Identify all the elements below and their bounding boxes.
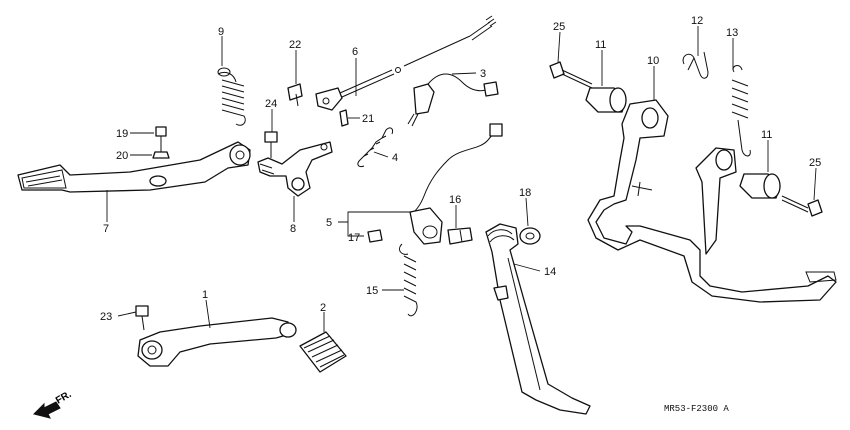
collar-11-upper — [585, 87, 627, 113]
spring-12 — [682, 51, 709, 79]
callout-8: 8 — [290, 223, 296, 235]
bolt-23 — [135, 305, 149, 331]
callout-19: 19 — [116, 128, 128, 140]
callout-2: 2 — [320, 302, 326, 314]
callout-15: 15 — [366, 285, 378, 297]
leader-lines — [106, 26, 817, 332]
callout-5: 5 — [326, 217, 332, 229]
callout-20: 20 — [116, 150, 128, 162]
spring-15 — [399, 243, 418, 317]
callout-21: 21 — [362, 113, 374, 125]
brake-rod — [315, 15, 497, 111]
callout-12: 12 — [691, 15, 703, 27]
callout-7: 7 — [103, 223, 109, 235]
callout-6: 6 — [352, 46, 358, 58]
bolt-17 — [367, 229, 383, 243]
front-direction-arrow: FR. — [33, 389, 74, 419]
brake-pedal — [17, 141, 251, 193]
callout-11-lower: 11 — [761, 129, 772, 141]
bolt-24 — [264, 131, 278, 158]
stop-switch — [407, 73, 499, 127]
spring-13 — [731, 65, 751, 157]
callout-13: 13 — [726, 27, 738, 39]
spring-4 — [357, 127, 393, 167]
callout-10: 10 — [647, 55, 659, 67]
callout-22: 22 — [289, 39, 301, 51]
callout-3: 3 — [480, 68, 486, 80]
side-stand — [485, 223, 591, 415]
bolt-25-lower — [781, 195, 823, 217]
collar-11-lower — [739, 173, 781, 199]
callout-4: 4 — [392, 152, 398, 164]
gearshift-pedal — [137, 317, 297, 367]
drawing-code: MR53-F2300 A — [664, 404, 729, 414]
pedal-rubber — [299, 331, 347, 373]
callout-25-upper: 25 — [553, 21, 565, 33]
brake-arm — [257, 141, 333, 197]
bolt-25-upper — [549, 61, 593, 89]
callout-17: 17 — [348, 232, 360, 244]
bolt-19-nut-20 — [152, 126, 170, 159]
side-stand-switch — [409, 123, 503, 245]
callout-23: 23 — [100, 311, 112, 323]
callout-25-lower: 25 — [809, 157, 821, 169]
callout-18: 18 — [519, 187, 531, 199]
bolt-16 — [447, 227, 473, 245]
callout-1: 1 — [202, 289, 208, 301]
callout-24: 24 — [265, 98, 277, 110]
bolt-22 — [287, 83, 303, 107]
spring-9 — [217, 67, 246, 126]
main-stand — [587, 99, 837, 303]
collar-18 — [519, 227, 541, 245]
callout-11-upper: 11 — [595, 39, 606, 51]
callout-14: 14 — [544, 266, 556, 278]
front-label: FR. — [54, 389, 74, 407]
callout-9: 9 — [218, 26, 224, 38]
callout-16: 16 — [449, 194, 461, 206]
callout-labels: 1 2 3 4 5 6 7 8 9 10 11 11 12 13 14 15 1… — [100, 15, 821, 323]
pin-21 — [339, 109, 349, 127]
